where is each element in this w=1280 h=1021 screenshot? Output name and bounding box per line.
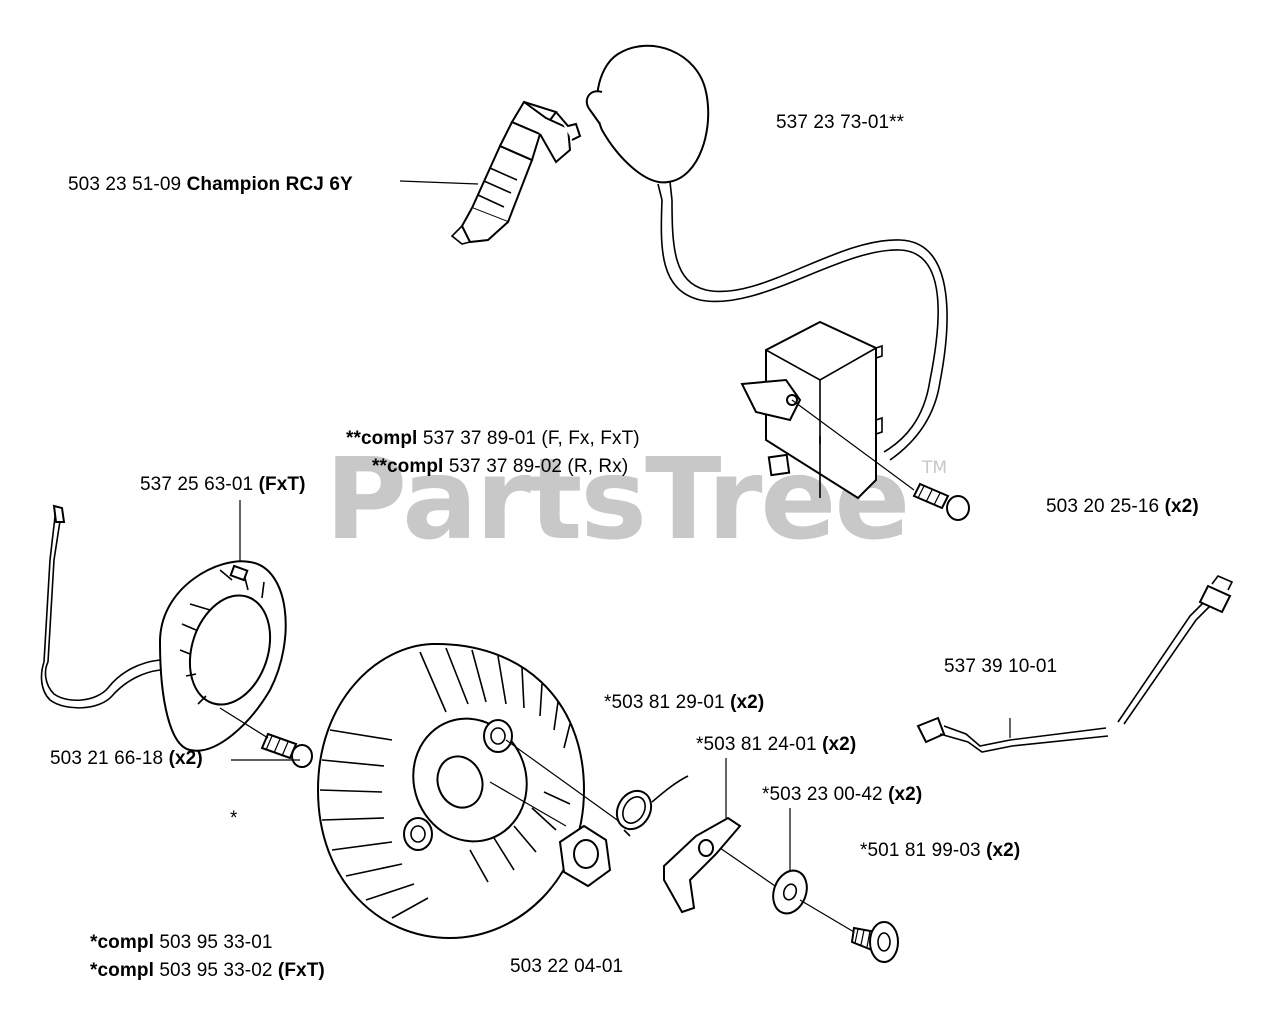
module-screw-part xyxy=(791,399,970,521)
label-flywheel-compl-1: *compl 503 95 33-01 xyxy=(90,932,273,954)
coil-part xyxy=(40,504,287,752)
coil-variant: (FxT) xyxy=(258,474,306,495)
coil-number: 537 25 63-01 xyxy=(140,474,254,495)
label-coil-screw: 503 21 66-18 (x2) xyxy=(50,748,203,770)
flywheel-compl-2-prefix: *compl xyxy=(90,960,154,981)
ignition-cable-inner xyxy=(671,199,948,461)
ignition-module-part xyxy=(740,320,883,500)
coil-screw-number: 503 21 66-18 xyxy=(50,748,164,769)
ring-qty: (x2) xyxy=(730,692,765,713)
wire-part xyxy=(916,575,1234,753)
coil-screw-qty: (x2) xyxy=(168,748,203,769)
plug-cap-part xyxy=(585,44,710,201)
star-marker: * xyxy=(230,808,238,829)
module-screw-number: 503 20 25-16 xyxy=(1046,496,1160,517)
washer-part xyxy=(772,869,855,933)
label-module-compl-2: **compl 537 37 89-02 (R, Rx) xyxy=(372,456,628,478)
watermark-tm: TM xyxy=(922,458,947,478)
label-flywheel-compl-2: *compl 503 95 33-02 (FxT) xyxy=(90,960,325,982)
flywheel-part xyxy=(316,642,621,940)
pawl-screw-number: *501 81 99-03 xyxy=(860,840,981,861)
spark-plug-number: 503 23 51-09 xyxy=(68,174,182,195)
wire-number: 537 39 10-01 xyxy=(944,656,1058,677)
label-wire: 537 39 10-01 xyxy=(944,656,1057,678)
nut-number: 503 22 04-01 xyxy=(510,956,624,977)
label-spark-plug: 503 23 51-09 Champion RCJ 6Y xyxy=(68,174,353,196)
ring-number: *503 81 29-01 xyxy=(604,692,725,713)
plug-cap-number: 537 23 73-01** xyxy=(776,112,905,133)
label-ring: *503 81 29-01 (x2) xyxy=(604,692,764,714)
spark-plug-part xyxy=(450,100,582,245)
module-compl-2-number: 537 37 89-02 xyxy=(448,456,563,477)
washer-number: *503 23 00-42 xyxy=(762,784,883,805)
label-coil: 537 25 63-01 (FxT) xyxy=(140,474,306,496)
flywheel-compl-1-number: 503 95 33-01 xyxy=(159,932,273,953)
coil-screw-part xyxy=(219,707,313,768)
module-compl-2-variants: (R, Rx) xyxy=(567,456,629,477)
module-compl-1-variants: (F, Fx, FxT) xyxy=(541,428,640,449)
label-plug-cap: 537 23 73-01** xyxy=(776,112,904,134)
watermark-tm-text: TM xyxy=(922,458,948,478)
label-module-compl-1: **compl 537 37 89-01 (F, Fx, FxT) xyxy=(346,428,640,450)
label-washer: *503 23 00-42 (x2) xyxy=(762,784,922,806)
leader-lines xyxy=(231,180,1011,870)
module-compl-1-prefix: **compl xyxy=(346,428,418,449)
pawl-screw-part xyxy=(850,921,899,963)
ring-part xyxy=(615,775,689,837)
module-compl-1-number: 537 37 89-01 xyxy=(422,428,537,449)
flywheel-compl-2-variant: (FxT) xyxy=(277,960,325,981)
ignition-cable xyxy=(660,199,939,453)
pawl-qty: (x2) xyxy=(822,734,857,755)
nut-part xyxy=(558,824,612,888)
label-nut: 503 22 04-01 xyxy=(510,956,623,978)
pawl-number: *503 81 24-01 xyxy=(696,734,817,755)
module-compl-2-prefix: **compl xyxy=(372,456,444,477)
washer-qty: (x2) xyxy=(888,784,923,805)
spark-plug-type: Champion RCJ 6Y xyxy=(186,174,353,195)
flywheel-compl-2-number: 503 95 33-02 xyxy=(159,960,273,981)
flywheel-compl-1-prefix: *compl xyxy=(90,932,154,953)
pawl-screw-qty: (x2) xyxy=(986,840,1021,861)
label-star: * xyxy=(230,808,238,830)
module-screw-qty: (x2) xyxy=(1164,496,1199,517)
label-pawl: *503 81 24-01 (x2) xyxy=(696,734,856,756)
pawl-part xyxy=(663,816,779,914)
label-module-screw: 503 20 25-16 (x2) xyxy=(1046,496,1199,518)
label-pawl-screw: *501 81 99-03 (x2) xyxy=(860,840,1020,862)
